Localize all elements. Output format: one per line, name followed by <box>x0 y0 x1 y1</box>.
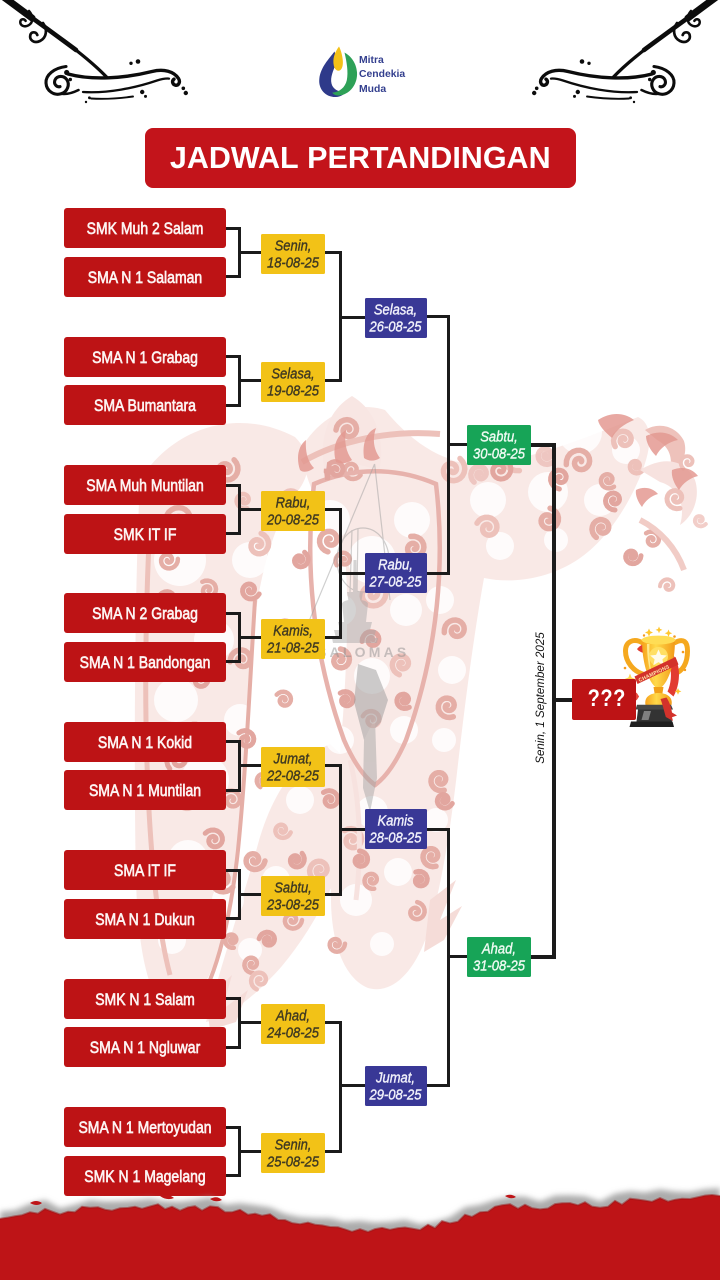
svg-text:SALOMAS: SALOMAS <box>317 644 409 660</box>
